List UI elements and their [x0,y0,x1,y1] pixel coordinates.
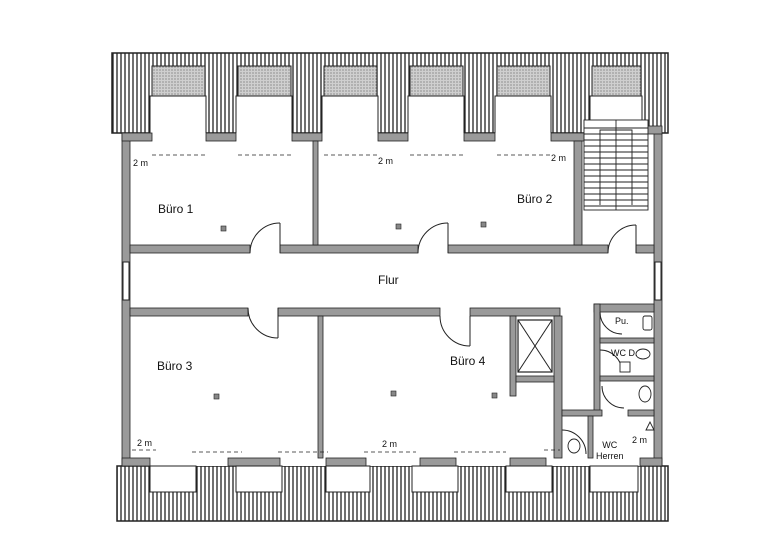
dimension-top-center: 2 m [378,156,394,166]
wc-herren-line1: WC [602,440,618,450]
room-label-putzraum: Pu. [615,316,629,326]
dimension-bottom-right: 2 m [632,435,648,445]
wc-herren-line2: Herren [596,451,624,461]
dimension-bottom-center: 2 m [382,439,398,449]
room-label-buero-2: Büro 2 [517,192,553,206]
dormers-bottom [149,465,639,493]
room-label-buero-4: Büro 4 [450,354,486,368]
room-label-wc-herren: WC Herren [596,440,624,462]
doors [247,222,637,455]
dimension-top-right: 2 m [551,153,567,163]
roof-bottom [116,465,669,522]
ceiling-markers [213,221,498,400]
room-label-wc-damen: WC D. [611,348,638,358]
sanitary-fixtures [567,315,655,454]
dormers-top [149,65,643,139]
corridor-windows [122,261,662,301]
dimension-bottom-left: 2 m [137,438,153,448]
room-label-flur: Flur [378,273,399,287]
staircase [583,119,649,211]
elevator-shaft [517,319,553,373]
dashed-lines [132,154,560,453]
dimension-top-left: 2 m [133,158,149,168]
room-label-buero-3: Büro 3 [157,359,193,373]
room-label-buero-1: Büro 1 [158,202,194,216]
